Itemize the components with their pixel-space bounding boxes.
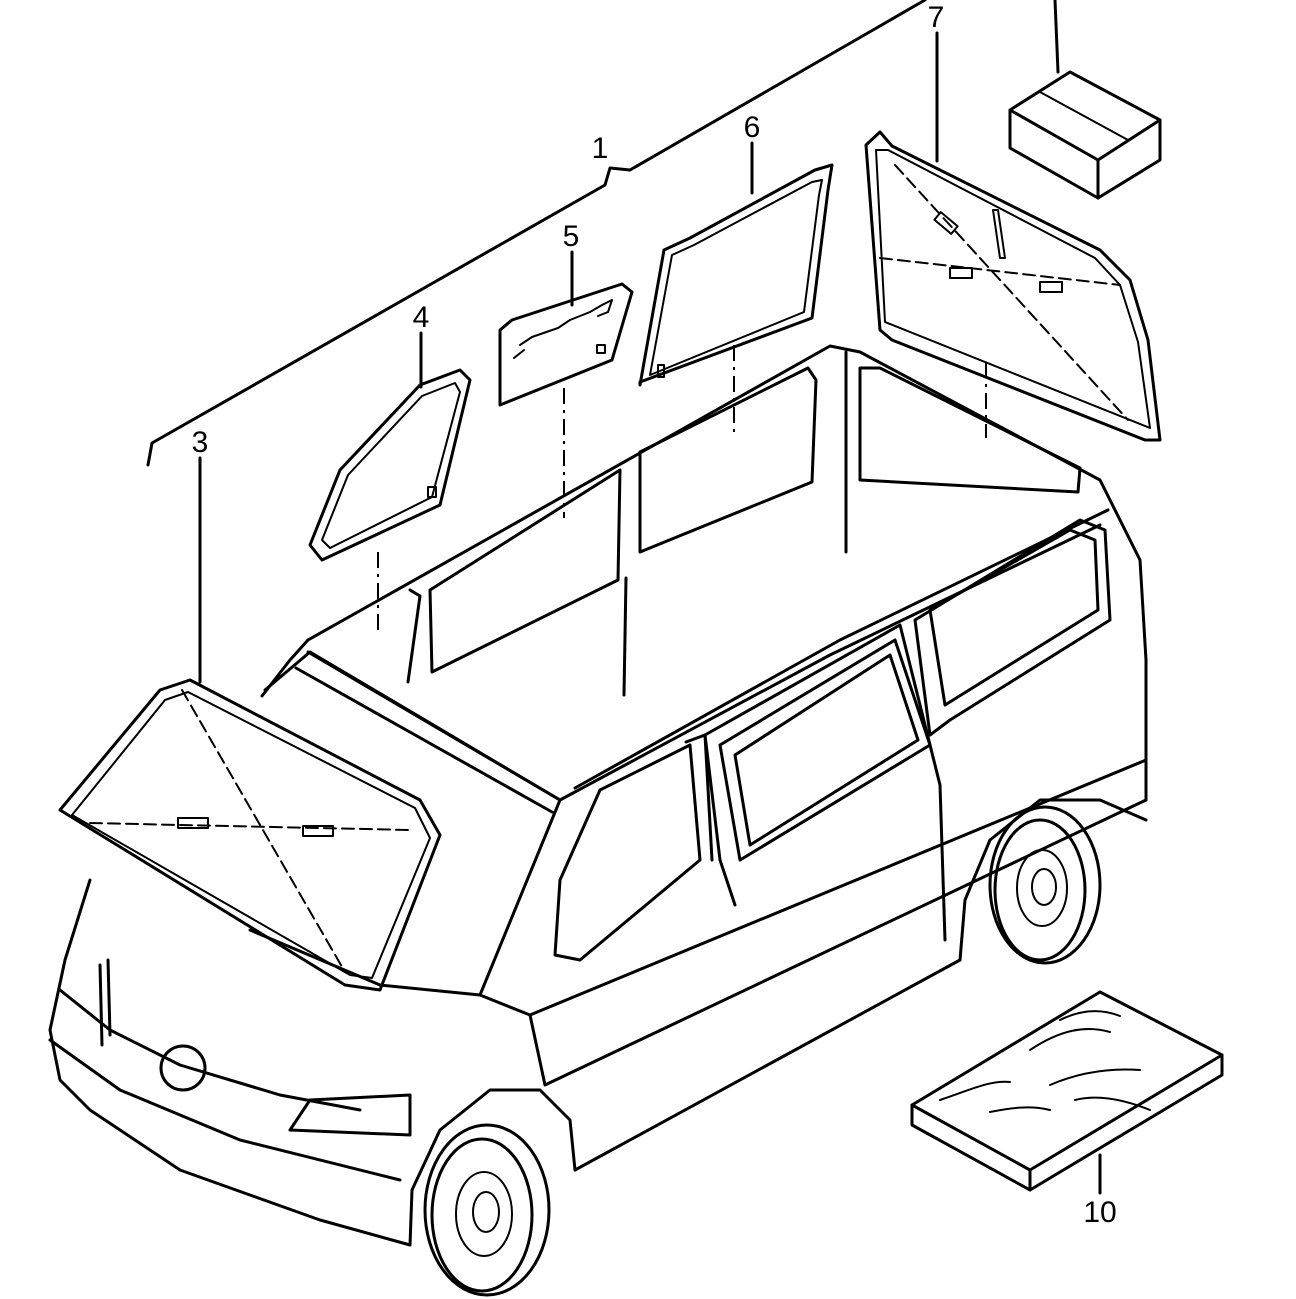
- group-bracket: [146, 0, 927, 467]
- callout-7: 7: [928, 1, 945, 34]
- part-quarter-window: [308, 368, 472, 562]
- callout-4: 4: [413, 301, 430, 334]
- part-panel: [498, 282, 634, 407]
- callout-labels: 1 3 4 5 6 7 10: [192, 1, 1117, 1229]
- callout-1: 1: [592, 132, 609, 165]
- part-rear-window: [864, 130, 1162, 442]
- part-mat: [910, 990, 1224, 1192]
- callout-5: 5: [563, 220, 580, 253]
- callout-3: 3: [192, 426, 209, 459]
- callout-10: 10: [1083, 1196, 1116, 1229]
- part-box: [1008, 70, 1162, 200]
- part-windshield: [58, 678, 442, 992]
- part-side-window: [638, 163, 834, 387]
- van-body: [48, 344, 1148, 1297]
- leader-lines: [198, 0, 1102, 1195]
- callout-6: 6: [744, 111, 761, 144]
